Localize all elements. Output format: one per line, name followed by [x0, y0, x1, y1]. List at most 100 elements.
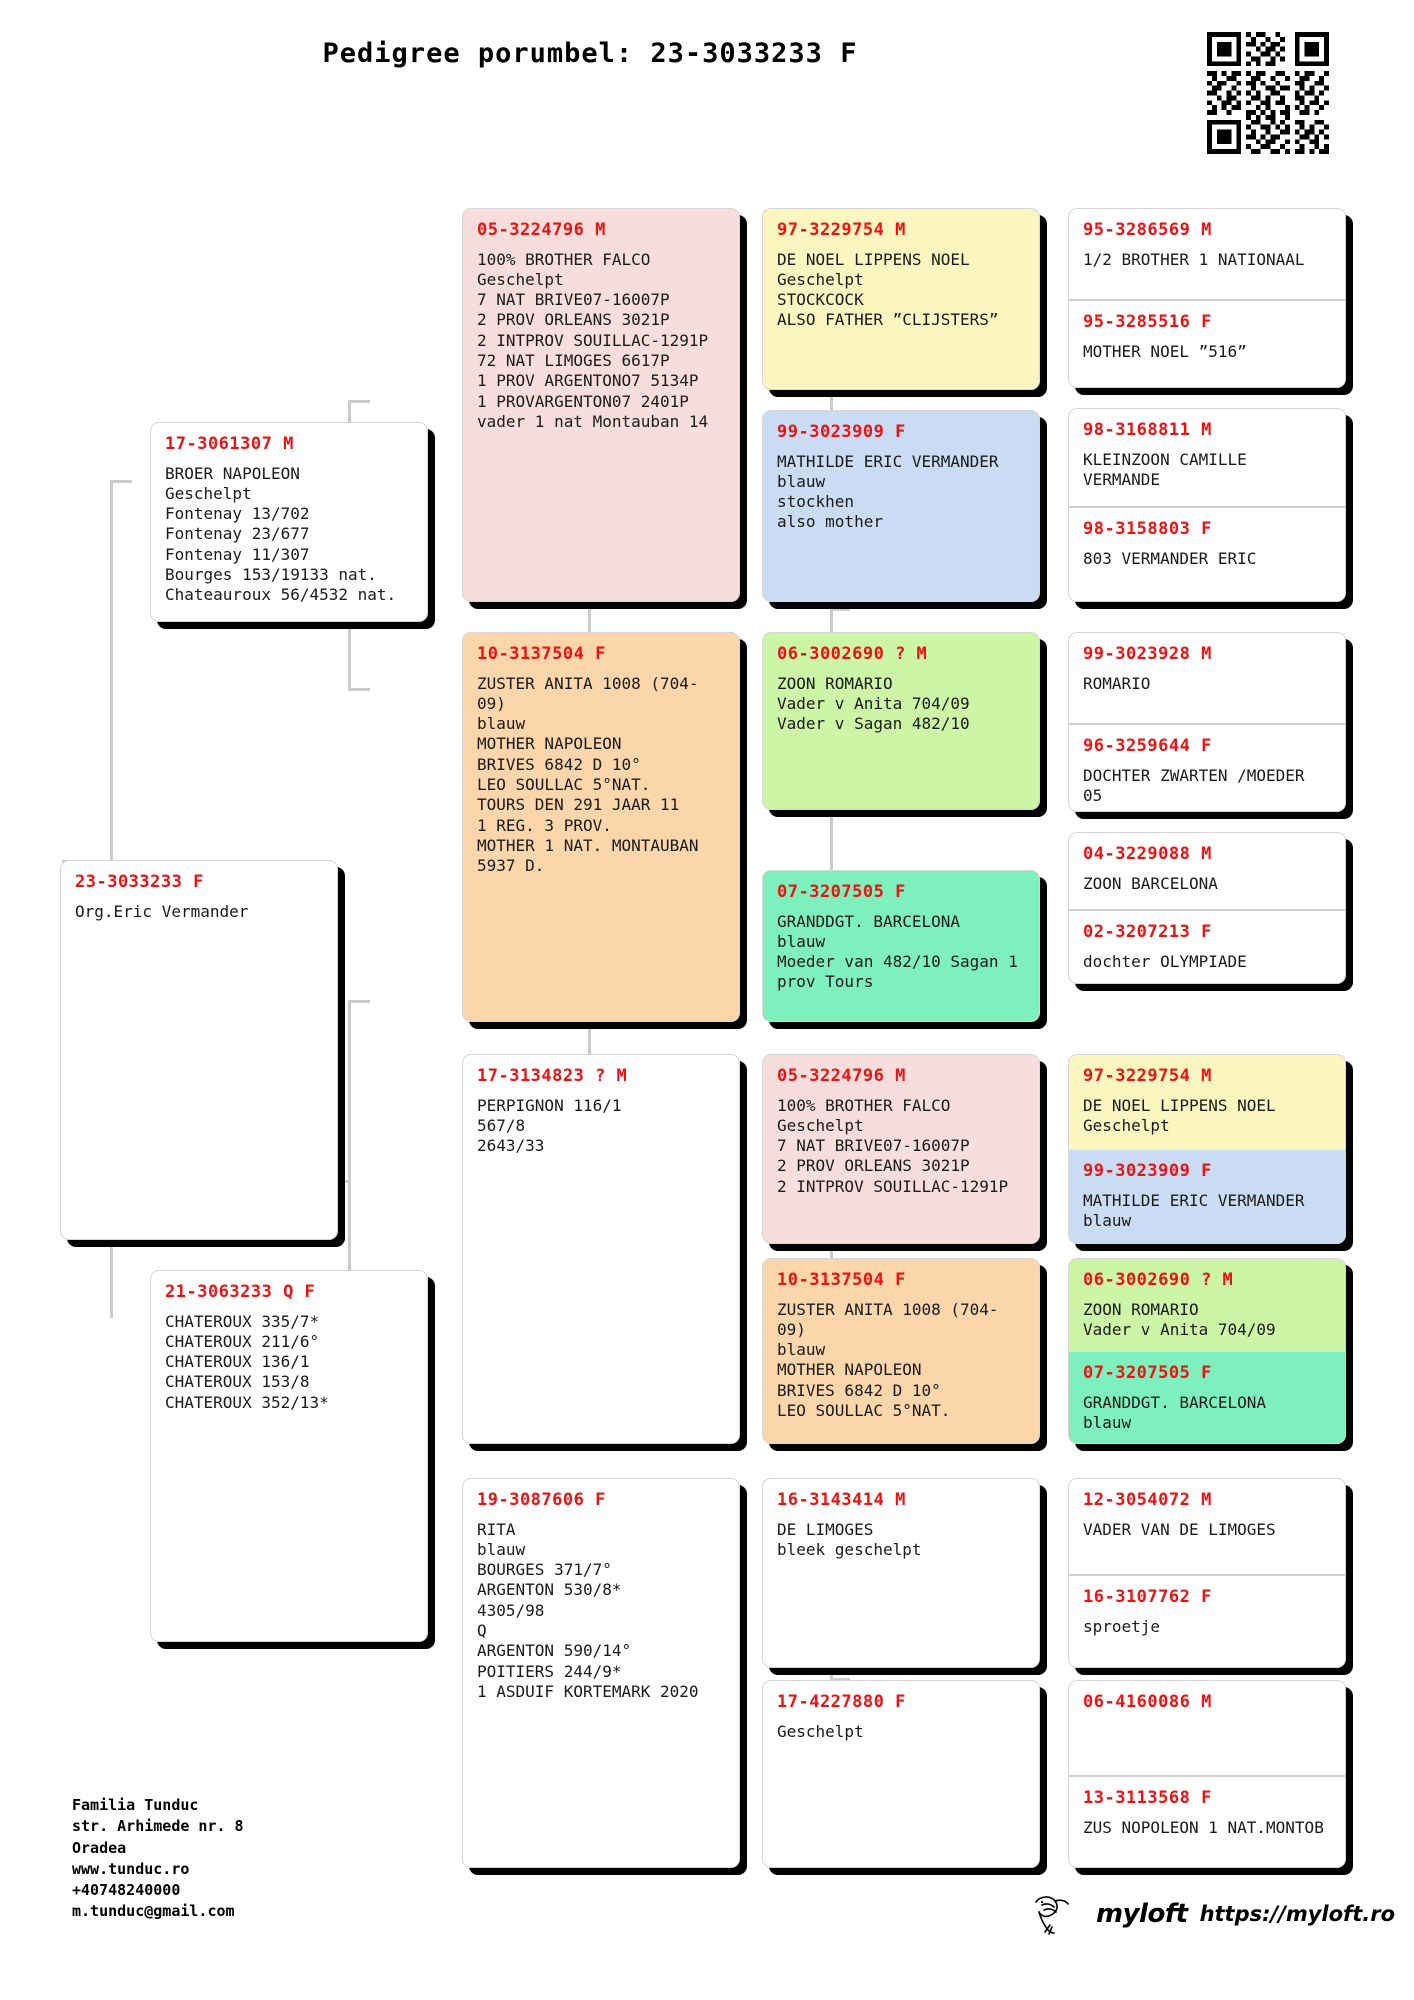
pigeon-notes: ZUSTER ANITA 1008 (704-09) blauw MOTHER … — [777, 1299, 999, 1421]
pedigree-card-gen3-3[interactable]: 07-3207505 F GRANDDGT. BARCELONA blauw M… — [762, 870, 1040, 1022]
gen4-entry-top[interactable]: 95-3286569 M 1/2 BROTHER 1 NATIONAAL — [1069, 209, 1345, 299]
pedigree-card-gen4-0[interactable]: 95-3286569 M 1/2 BROTHER 1 NATIONAAL 95-… — [1068, 208, 1346, 388]
gen4-entry-bottom[interactable]: 07-3207505 F GRANDDGT. BARCELONA blauw — [1069, 1352, 1345, 1443]
pedigree-card-gen4-5[interactable]: 06-3002690 ? M ZOON ROMARIO Vader v Anit… — [1068, 1258, 1346, 1444]
pigeon-notes: ZUSTER ANITA 1008 (704-09) blauw MOTHER … — [477, 673, 699, 876]
gen4-entry-top[interactable]: 97-3229754 M DE NOEL LIPPENS NOEL Gesche… — [1069, 1055, 1345, 1150]
gen4-entry-top[interactable]: 99-3023928 M ROMARIO — [1069, 633, 1345, 723]
pigeon-notes: PERPIGNON 116/1 567/8 2643/33 — [477, 1095, 622, 1156]
pigeon-notes: 1/2 BROTHER 1 NATIONAAL — [1083, 249, 1305, 269]
gen4-entry-top[interactable]: 12-3054072 M VADER VAN DE LIMOGES — [1069, 1479, 1345, 1574]
pedigree-card-gen4-1[interactable]: 98-3168811 M KLEINZOON CAMILLE VERMANDE … — [1068, 408, 1346, 602]
pedigree-card-gen4-2[interactable]: 99-3023928 M ROMARIO 96-3259644 F DOCHTE… — [1068, 632, 1346, 812]
pedigree-card-gen3-2[interactable]: 06-3002690 ? M ZOON ROMARIO Vader v Anit… — [762, 632, 1040, 810]
connector-line — [348, 1000, 370, 1003]
gen4-entry-bottom[interactable]: 96-3259644 F DOCHTER ZWARTEN /MOEDER 05 — [1069, 723, 1345, 811]
pigeon-notes: ZOON BARCELONA — [1083, 873, 1218, 893]
pedigree-card-gen4-4[interactable]: 97-3229754 M DE NOEL LIPPENS NOEL Gesche… — [1068, 1054, 1346, 1244]
pedigree-card-gen2-3[interactable]: 19-3087606 F RITA blauw BOURGES 371/7° A… — [462, 1478, 740, 1868]
brand-name: myloft — [1096, 1899, 1188, 1929]
pigeon-notes: DE NOEL LIPPENS NOEL Geschelpt — [1083, 1095, 1276, 1135]
pigeon-notes: MOTHER NOEL ”516” — [1083, 341, 1247, 361]
pigeon-id: 19-3087606 F — [477, 1490, 606, 1510]
pedigree-card-gen4-3[interactable]: 04-3229088 M ZOON BARCELONA 02-3207213 F… — [1068, 832, 1346, 984]
gen4-entry-bottom[interactable]: 98-3158803 F 803 VERMANDER ERIC — [1069, 506, 1345, 601]
pigeon-notes: DE NOEL LIPPENS NOEL Geschelpt STOCKCOCK… — [777, 249, 999, 330]
pigeon-id: 95-3286569 M — [1083, 220, 1212, 240]
connector-line — [348, 688, 370, 691]
connector-line — [348, 400, 370, 403]
pigeon-notes: GRANDDGT. BARCELONA blauw Moeder van 482… — [777, 911, 1018, 992]
pigeon-id: 97-3229754 M — [1083, 1066, 1212, 1086]
connector-line — [830, 770, 833, 950]
pedigree-card-gen2-0[interactable]: 05-3224796 M 100% BROTHER FALCO Geschelp… — [462, 208, 740, 602]
pigeon-id: 07-3207505 F — [1083, 1363, 1212, 1383]
pigeon-id: 07-3207505 F — [777, 882, 906, 902]
page-title: Pedigree porumbel: 23-3033233 F — [322, 38, 858, 69]
pigeon-notes: ZOON ROMARIO Vader v Anita 704/09 Vader … — [777, 673, 970, 734]
pigeon-id: 98-3168811 M — [1083, 420, 1212, 440]
connector-line — [110, 480, 132, 483]
pigeon-notes: 100% BROTHER FALCO Geschelpt 7 NAT BRIVE… — [477, 249, 709, 432]
pigeon-notes: DOCHTER ZWARTEN /MOEDER 05 — [1083, 765, 1315, 805]
pedigree-card-subject[interactable]: 23-3033233 F Org.Eric Vermander — [60, 860, 338, 1240]
pigeon-id: 99-3023928 M — [1083, 644, 1212, 664]
pedigree-card-gen3-0[interactable]: 97-3229754 M DE NOEL LIPPENS NOEL Gesche… — [762, 208, 1040, 390]
pedigree-card-gen3-7[interactable]: 17-4227880 F Geschelpt — [762, 1680, 1040, 1868]
pigeon-notes: VADER VAN DE LIMOGES — [1083, 1519, 1276, 1539]
pedigree-card-gen1-1[interactable]: 21-3063233 Q F CHATEROUX 335/7* CHATEROU… — [150, 1270, 428, 1642]
gen4-entry-bottom[interactable]: 16-3107762 F sproetje — [1069, 1574, 1345, 1667]
pigeon-id: 16-3143414 M — [777, 1490, 906, 1510]
pedigree-card-gen2-2[interactable]: 17-3134823 ? M PERPIGNON 116/1 567/8 264… — [462, 1054, 740, 1444]
qr-code-icon — [1207, 32, 1329, 154]
pigeon-id: 99-3023909 F — [1083, 1161, 1212, 1181]
pigeon-id: 17-4227880 F — [777, 1692, 906, 1712]
pigeon-notes: MATHILDE ERIC VERMANDER blauw — [1083, 1190, 1305, 1230]
pigeon-notes: ZOON ROMARIO Vader v Anita 704/09 — [1083, 1299, 1276, 1339]
pigeon-notes: ROMARIO — [1083, 673, 1151, 693]
pedigree-card-gen4-6[interactable]: 12-3054072 M VADER VAN DE LIMOGES 16-310… — [1068, 1478, 1346, 1668]
pigeon-notes: DE LIMOGES bleek geschelpt — [777, 1519, 922, 1559]
connector-line — [830, 1448, 850, 1451]
pigeon-id: 02-3207213 F — [1083, 922, 1212, 942]
pigeon-notes: Org.Eric Vermander — [75, 901, 249, 921]
connector-line — [830, 608, 850, 611]
footer-address: Familia Tunduc str. Arhimede nr. 8 Orade… — [72, 1796, 244, 1921]
gen4-entry-top[interactable]: 06-4160086 M — [1069, 1681, 1345, 1775]
pedigree-card-gen4-7[interactable]: 06-4160086 M 13-3113568 F ZUS NOPOLEON 1… — [1068, 1680, 1346, 1868]
gen4-entry-bottom[interactable]: 13-3113568 F ZUS NOPOLEON 1 NAT.MONTOB — [1069, 1775, 1345, 1867]
pigeon-id: 99-3023909 F — [777, 422, 906, 442]
pedigree-card-gen2-1[interactable]: 10-3137504 F ZUSTER ANITA 1008 (704-09) … — [462, 632, 740, 1022]
pedigree-card-gen3-1[interactable]: 99-3023909 F MATHILDE ERIC VERMANDER bla… — [762, 410, 1040, 602]
pigeon-id: 95-3285516 F — [1083, 312, 1212, 332]
pigeon-notes: MATHILDE ERIC VERMANDER blauw stockhen a… — [777, 451, 999, 532]
pigeon-notes: KLEINZOON CAMILLE VERMANDE — [1083, 449, 1257, 489]
pedigree-card-gen3-4[interactable]: 05-3224796 M 100% BROTHER FALCO Geschelp… — [762, 1054, 1040, 1244]
pigeon-notes: 100% BROTHER FALCO Geschelpt 7 NAT BRIVE… — [777, 1095, 1009, 1196]
pigeon-notes: BROER NAPOLEON Geschelpt Fontenay 13/702… — [165, 463, 397, 605]
pigeon-notes: sproetje — [1083, 1616, 1161, 1636]
pigeon-id: 16-3107762 F — [1083, 1587, 1212, 1607]
pigeon-id: 23-3033233 F — [75, 872, 204, 892]
pigeon-id: 06-4160086 M — [1083, 1692, 1212, 1712]
gen4-entry-bottom[interactable]: 99-3023909 F MATHILDE ERIC VERMANDER bla… — [1069, 1150, 1345, 1243]
brand-url: https://myloft.ro — [1199, 1902, 1395, 1926]
pigeon-logo-icon — [1035, 1896, 1069, 1935]
gen4-entry-bottom[interactable]: 02-3207213 F dochter OLYMPIADE — [1069, 909, 1345, 983]
gen4-entry-top[interactable]: 04-3229088 M ZOON BARCELONA — [1069, 833, 1345, 909]
pigeon-id: 12-3054072 M — [1083, 1490, 1212, 1510]
gen4-entry-top[interactable]: 98-3168811 M KLEINZOON CAMILLE VERMANDE — [1069, 409, 1345, 506]
pedigree-card-gen3-5[interactable]: 10-3137504 F ZUSTER ANITA 1008 (704-09) … — [762, 1258, 1040, 1444]
pigeon-notes: RITA blauw BOURGES 371/7° ARGENTON 530/8… — [477, 1519, 699, 1702]
pigeon-id: 10-3137504 F — [777, 1270, 906, 1290]
pedigree-card-gen1-0[interactable]: 17-3061307 M BROER NAPOLEON Geschelpt Fo… — [150, 422, 428, 622]
pigeon-id: 96-3259644 F — [1083, 736, 1212, 756]
gen4-entry-bottom[interactable]: 95-3285516 F MOTHER NOEL ”516” — [1069, 299, 1345, 387]
pedigree-card-gen3-6[interactable]: 16-3143414 M DE LIMOGES bleek geschelpt — [762, 1478, 1040, 1668]
pigeon-notes: GRANDDGT. BARCELONA blauw — [1083, 1392, 1267, 1432]
pigeon-id: 06-3002690 ? M — [1083, 1270, 1234, 1290]
pigeon-id: 17-3134823 ? M — [477, 1066, 628, 1086]
pigeon-id: 17-3061307 M — [165, 434, 294, 454]
connector-line — [348, 1000, 351, 1382]
gen4-entry-top[interactable]: 06-3002690 ? M ZOON ROMARIO Vader v Anit… — [1069, 1259, 1345, 1352]
